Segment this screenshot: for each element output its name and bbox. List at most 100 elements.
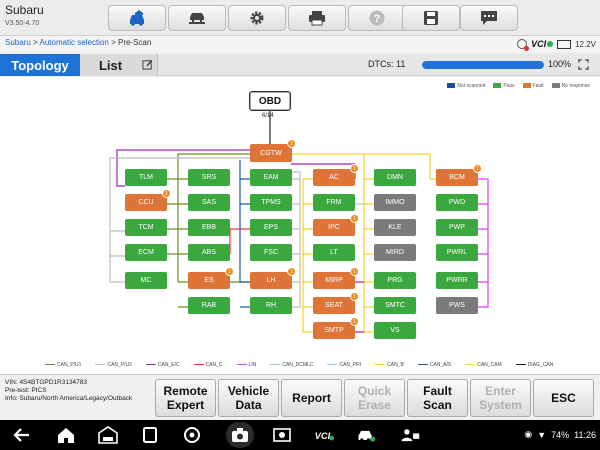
vehicle-info-text: Info: Subaru/North America/Legacy/Outbac… — [5, 395, 133, 402]
car-icon — [358, 430, 376, 442]
ecu-sas[interactable]: SAS — [188, 194, 230, 211]
tab-list[interactable]: List — [80, 54, 158, 76]
ecu-label: PWP — [449, 224, 465, 231]
report-button[interactable]: Report — [281, 379, 342, 417]
ecu-dmn[interactable]: DMN — [374, 169, 416, 186]
ecu-rh[interactable]: RH — [250, 297, 292, 314]
bus-line-swatch — [145, 363, 156, 366]
button-label-line1: Report — [292, 391, 331, 405]
ecu-abs[interactable]: ABS — [188, 244, 230, 261]
bus-line-swatch — [465, 363, 476, 366]
ecu-label: SMTP — [324, 327, 344, 334]
bus-line-swatch — [515, 363, 526, 366]
ecu-ecm[interactable]: ECM — [125, 244, 167, 261]
ecu-pws[interactable]: PWS — [436, 297, 478, 314]
ecu-tlm[interactable]: TLM — [125, 169, 167, 186]
edit-icon[interactable] — [142, 59, 153, 70]
bus-legend-item: CAN_P/U2 — [95, 362, 132, 368]
fit-screen-icon[interactable] — [578, 59, 589, 70]
ecu-prg[interactable]: PRG — [374, 272, 416, 289]
ecu-rab[interactable]: RAB — [188, 297, 230, 314]
obd-pins: 6/14 — [262, 113, 274, 119]
bus-legend-label: DIAG_CAN — [527, 362, 554, 368]
bus-legend-label: LIN — [248, 362, 257, 368]
ecu-pwrr[interactable]: PWRR — [436, 272, 478, 289]
legend-swatch — [493, 83, 502, 89]
dtc-badge: 1 — [350, 292, 359, 301]
ecu-pwp[interactable]: PWP — [436, 219, 478, 236]
ecu-smtc[interactable]: SMTC — [374, 297, 416, 314]
technician-app-button[interactable] — [400, 426, 426, 444]
vci-app-button[interactable]: VCI — [314, 426, 340, 444]
battery-icon — [557, 39, 572, 49]
ecu-tpms[interactable]: TPMS — [250, 194, 292, 211]
breadcrumb-automatic-selection[interactable]: Automatic selection — [39, 38, 109, 47]
camera-button[interactable] — [230, 426, 250, 444]
ecu-pwrl[interactable]: PWRL — [436, 244, 478, 261]
vehicle-lift-button[interactable] — [168, 5, 226, 31]
breadcrumb-subaru[interactable]: Subaru — [5, 38, 31, 47]
ecu-label: SMTC — [385, 302, 405, 309]
dtc-badge: 1 — [350, 267, 359, 276]
home-car-button[interactable] — [108, 5, 166, 31]
ecu-fsc[interactable]: FSC — [250, 244, 292, 261]
ecu-mird[interactable]: MIRD — [374, 244, 416, 261]
save-button[interactable] — [402, 5, 460, 31]
settings-button[interactable] — [228, 5, 286, 31]
ecu-frm[interactable]: FRM — [313, 194, 355, 211]
ecu-label: EPS — [263, 224, 278, 231]
button-label-line1: ESC — [551, 391, 576, 405]
tab-list-label: List — [98, 57, 123, 73]
screenshot-button[interactable] — [272, 426, 292, 444]
messages-button[interactable] — [460, 5, 518, 31]
ecu-label: PRG — [387, 277, 403, 284]
ecu-pwd[interactable]: PWD — [436, 194, 478, 211]
ecu-eps[interactable]: EPS — [250, 219, 292, 236]
garage-button[interactable] — [98, 426, 118, 444]
vci-status: VCI — [531, 39, 554, 49]
obd-connector[interactable]: OBD — [249, 91, 291, 111]
save-icon — [424, 11, 438, 25]
ecu-vs[interactable]: VS — [374, 322, 416, 339]
legend-label: No response — [561, 83, 590, 89]
ecu-immo[interactable]: IMMO — [374, 194, 416, 211]
bus-legend-item: CAN_C — [193, 362, 223, 368]
vehicle-app-button[interactable] — [356, 426, 380, 444]
esc-button[interactable]: ESC — [533, 379, 594, 417]
home-button[interactable] — [56, 426, 76, 444]
ecu-eam[interactable]: EAM — [250, 169, 292, 186]
tab-topology[interactable]: Topology — [0, 54, 80, 76]
ecu-mc[interactable]: MC — [125, 272, 167, 289]
ecu-kle[interactable]: KLE — [374, 219, 416, 236]
ecu-tcm[interactable]: TCM — [125, 219, 167, 236]
back-button[interactable] — [12, 426, 32, 444]
ecu-srs[interactable]: SRS — [188, 169, 230, 186]
recent-apps-button[interactable] — [140, 426, 160, 444]
svg-text:VCI: VCI — [315, 431, 331, 441]
status-icons: VCI 12.2V — [517, 37, 596, 51]
browser-button[interactable] — [182, 426, 202, 444]
gear-icon — [250, 11, 264, 25]
help-button[interactable]: ? — [348, 5, 406, 31]
garage-icon — [98, 426, 118, 444]
wifi-icon: ▼ — [537, 429, 547, 440]
ecu-lt[interactable]: LT — [313, 244, 355, 261]
bus-line-swatch — [270, 363, 281, 366]
ecu-ebb[interactable]: EBB — [188, 219, 230, 236]
print-button[interactable] — [288, 5, 346, 31]
